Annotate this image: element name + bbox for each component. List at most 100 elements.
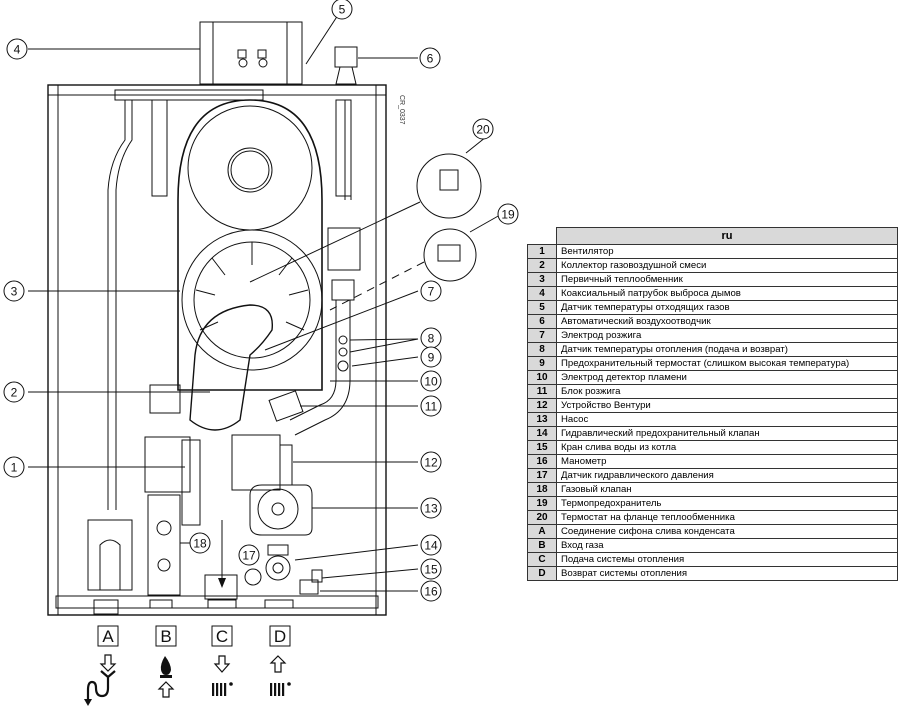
legend-key: 7 [527,328,557,343]
legend-label: Возврат системы отопления [556,566,898,581]
legend-key: B [527,538,557,553]
legend-label: Соединение сифона слива конденсата [556,524,898,539]
legend-key: 5 [527,300,557,315]
svg-text:18: 18 [193,537,207,551]
legend-label: Блок розжига [556,384,898,399]
callout-10: 10 [420,370,442,392]
legend-key: C [527,552,557,567]
legend-key: 4 [527,286,557,301]
svg-text:15: 15 [424,563,438,577]
radiator-icon [270,682,291,696]
legend-key: 18 [527,482,557,497]
air-vent [334,46,358,85]
legend-key: 11 [527,384,557,399]
boiler-diagram: 4 5 6 20 19 3 7 8 9 2 10 11 1 12 13 18 1… [3,0,519,706]
legend-key: 2 [527,258,557,273]
boiler-casing [47,84,387,616]
legend-key: 1 [527,244,557,259]
radiator-icon [212,682,233,696]
legend-header: ru [556,227,898,245]
svg-text:B: B [160,627,171,646]
legend-label: Вход газа [556,538,898,553]
legend-label: Устройство Вентури [556,398,898,413]
svg-text:D: D [274,627,286,646]
legend-label: Предохранительный термостат (слишком выс… [556,356,898,371]
legend-key: 15 [527,440,557,455]
legend-label: Термостат на фланце теплообменника [556,510,898,525]
callout-8: 8 [420,327,442,349]
legend-key: 14 [527,426,557,441]
arrow-down-icon [213,655,231,673]
callout-11: 11 [420,395,442,417]
legend-label: Газовый клапан [556,482,898,497]
callout-2: 2 [3,381,25,403]
legend-label: Автоматический воздухоотводчик [556,314,898,329]
legend-label: Первичный теплообменник [556,272,898,287]
legend-key: A [527,524,557,539]
arrow-up-icon [157,681,175,698]
svg-text:13: 13 [424,502,438,516]
svg-text:A: A [102,627,114,646]
legend-label: Датчик температуры отопления (подача и в… [556,342,898,357]
legend-key: 19 [527,496,557,511]
legend-label: Манометр [556,454,898,469]
legend-label: Электрод розжига [556,328,898,343]
svg-text:5: 5 [339,3,346,17]
callout-5: 5 [331,0,353,20]
detail-thermal-fuse-19 [423,228,477,282]
legend-key: 16 [527,454,557,469]
callout-3: 3 [3,280,25,302]
port-A: A [97,625,119,647]
svg-text:19: 19 [501,208,515,222]
condensate-siphon-icon [86,670,116,700]
port-D: D [269,625,291,647]
callout-7: 7 [420,280,442,302]
legend-label: Датчик температуры отходящих газов [556,300,898,315]
legend-label: Насос [556,412,898,427]
legend-key: 12 [527,398,557,413]
port-B: B [155,625,177,647]
drawing-code: CR_0337 [398,95,405,125]
callout-16: 16 [420,580,442,602]
callout-15: 15 [420,558,442,580]
svg-text:12: 12 [424,456,438,470]
callout-markers: 4 5 6 20 19 3 7 8 9 2 10 11 1 12 13 18 1… [3,0,519,602]
legend-key: 20 [527,510,557,525]
svg-text:2: 2 [11,386,18,400]
detail-thermostat-20 [416,153,482,219]
pump [249,484,313,536]
gas-flame-icon [160,656,171,675]
callout-19: 19 [497,203,519,225]
legend-label: Подача системы отопления [556,552,898,567]
callout-20: 20 [472,118,494,140]
svg-text:9: 9 [428,351,435,365]
arrow-down-icon [99,654,117,672]
legend-label: Коаксиальный патрубок выброса дымов [556,286,898,301]
arrow-up-icon [269,655,287,673]
heat-exchanger [177,99,323,391]
svg-text:7: 7 [428,285,435,299]
coaxial-flue [199,21,303,85]
legend-label: Термопредохранитель [556,496,898,511]
svg-text:10: 10 [424,375,438,389]
legend-label: Коллектор газовоздушной смеси [556,258,898,273]
callout-13: 13 [420,497,442,519]
